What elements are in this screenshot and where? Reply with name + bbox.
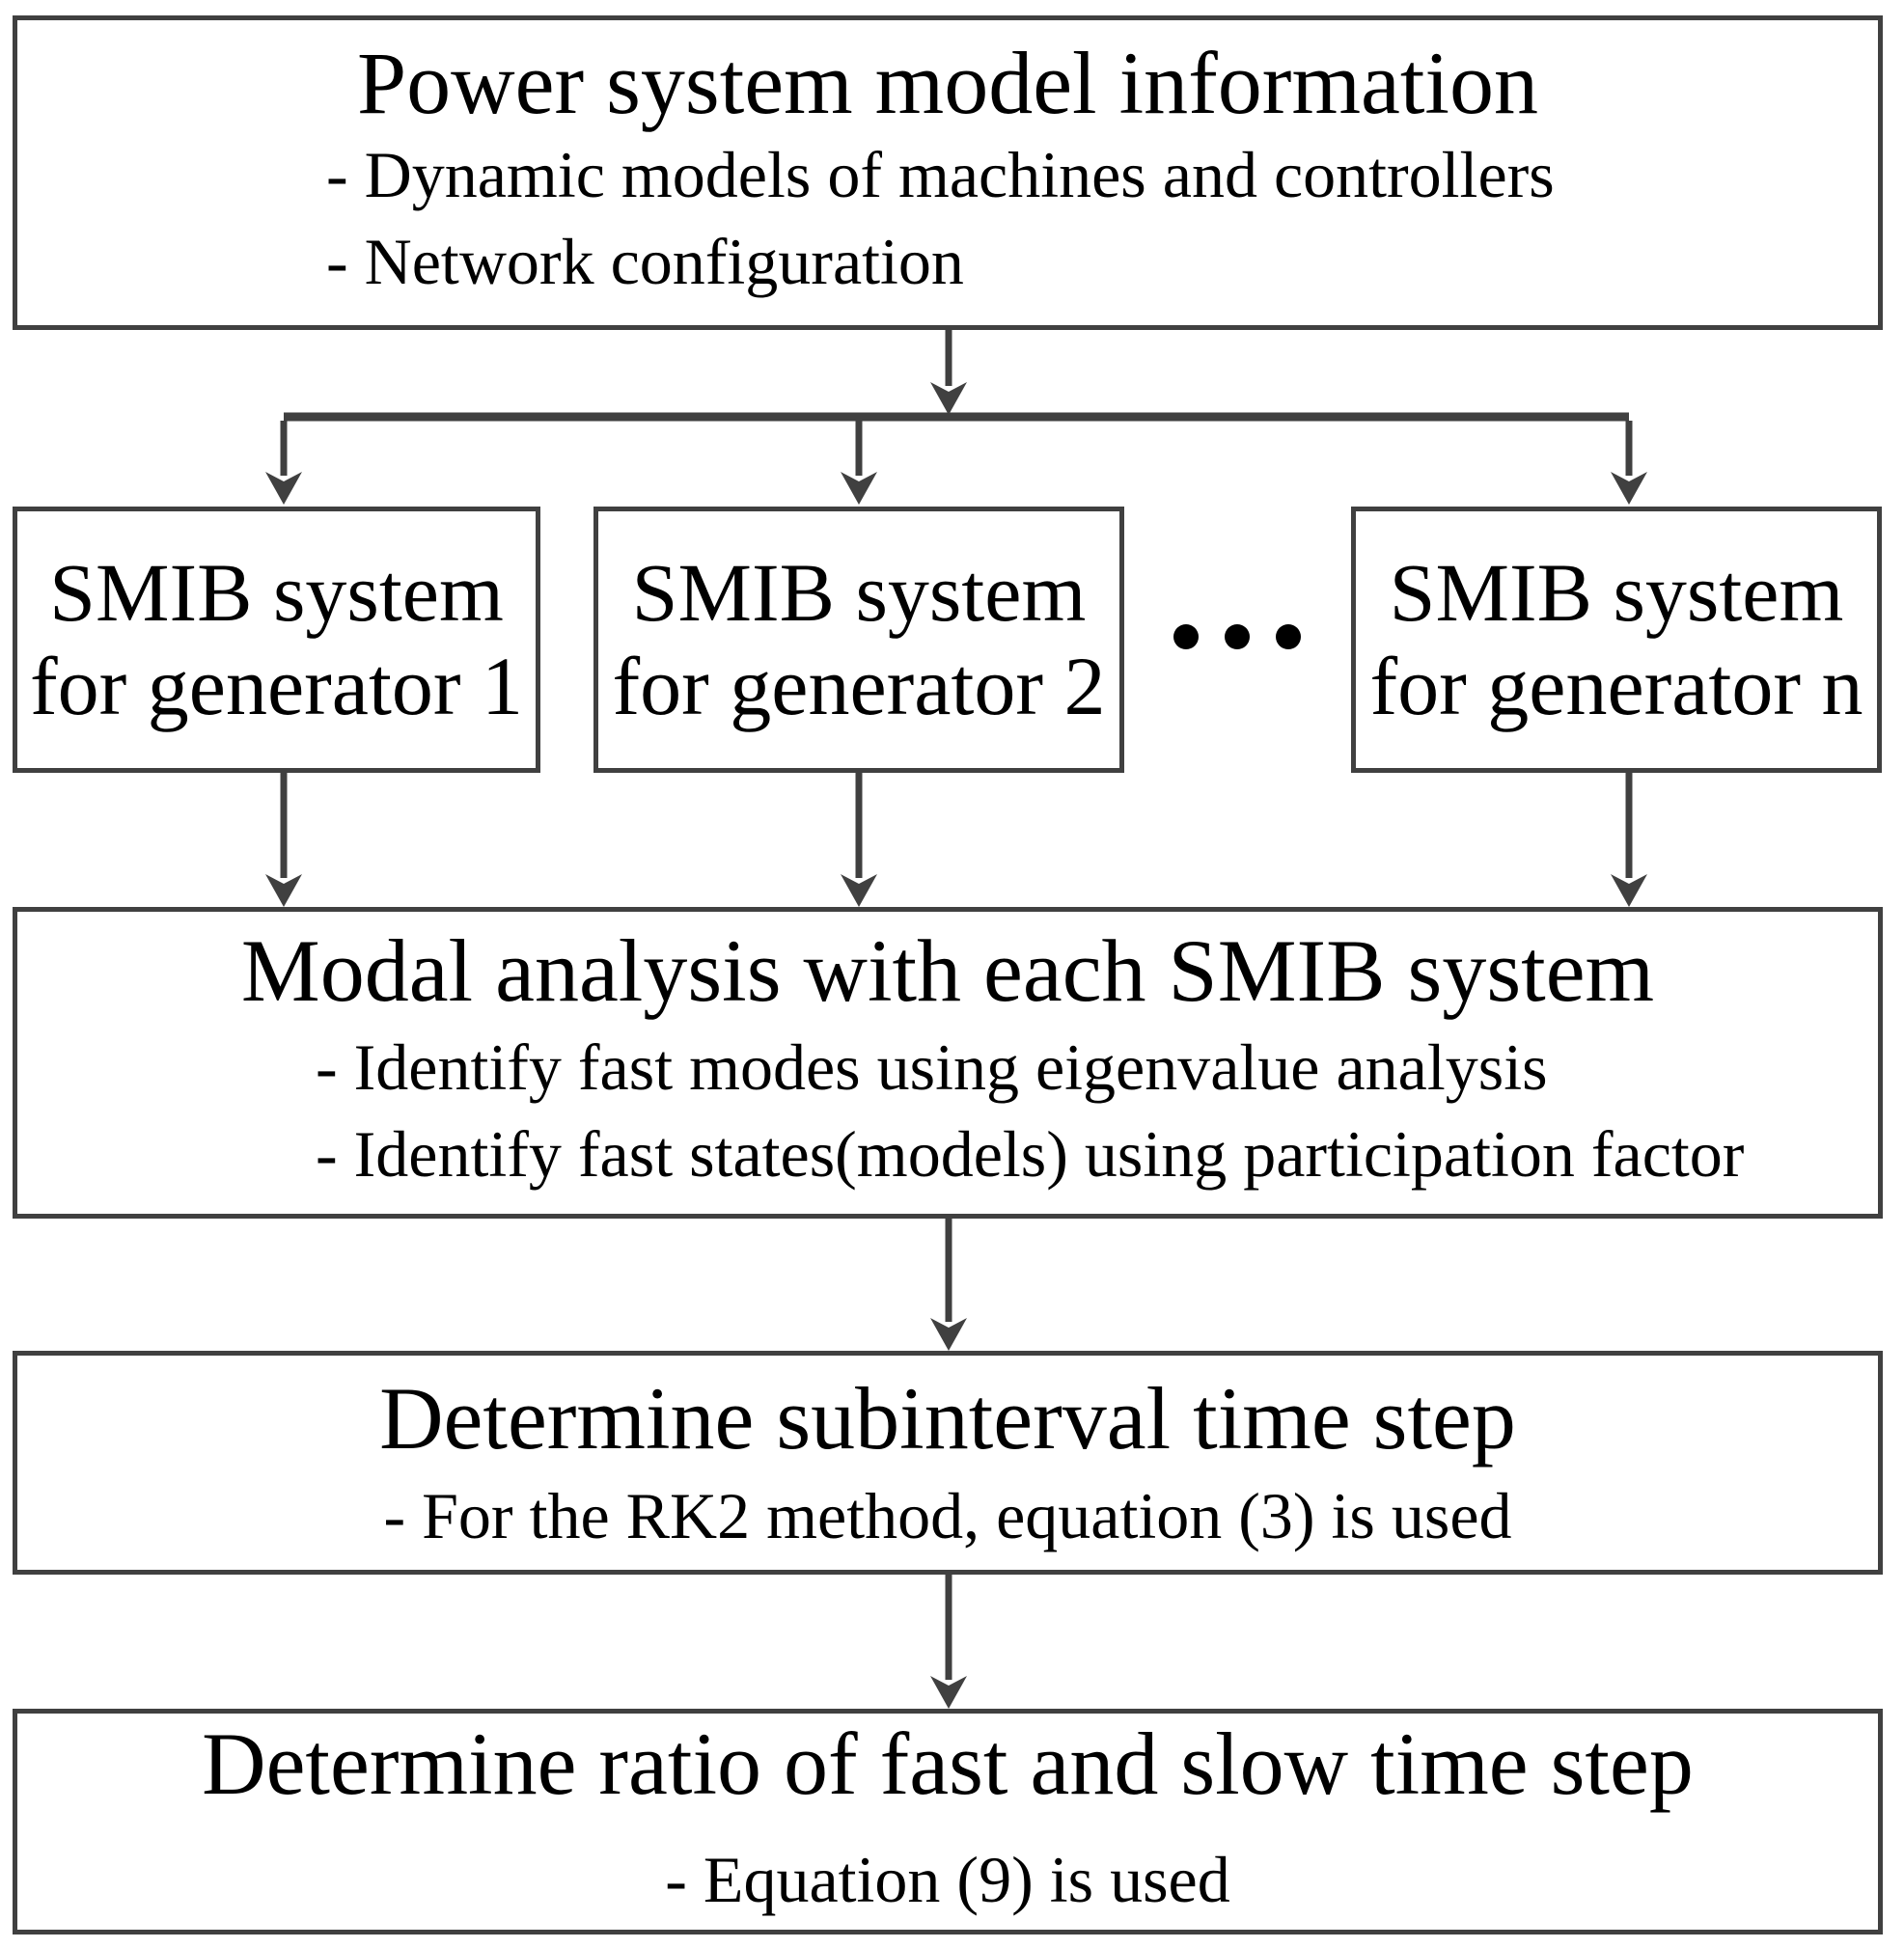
arrow-modal-to-subinterval-head	[930, 1318, 967, 1351]
ellipsis-dots	[1173, 624, 1301, 649]
ratio-bullets: - Equation (9) is used	[17, 1836, 1878, 1923]
bullet-identify-fast-states: - Identify fast states(models) using par…	[316, 1117, 1745, 1192]
power-system-model-bullets: - Dynamic models of machines and control…	[17, 131, 1878, 305]
modal-analysis-bullets: - Identify fast modes using eigenvalue a…	[17, 1024, 1878, 1197]
arrow-splitter-to-smib1-head	[265, 472, 302, 505]
arrow-smib1-to-modal-head	[265, 874, 302, 907]
ratio-fast-slow-title: Determine ratio of fast and slow time st…	[202, 1715, 1694, 1813]
ellipsis-dot	[1173, 624, 1199, 649]
ratio-fast-slow-box: Determine ratio of fast and slow time st…	[13, 1709, 1883, 1934]
arrow-smib2-to-modal-head	[841, 874, 877, 907]
smib-generator-2-label: SMIB system for generator 2	[613, 546, 1106, 733]
power-system-model-box: Power system model information - Dynamic…	[13, 15, 1883, 330]
smib-2-line1: SMIB system	[631, 546, 1087, 639]
bullet-rk2-equation: - For the RK2 method, equation (3) is us…	[383, 1479, 1512, 1553]
smib-1-line1: SMIB system	[49, 546, 504, 639]
bullet-identify-fast-modes: - Identify fast modes using eigenvalue a…	[316, 1030, 1548, 1105]
arrow-top-to-splitter-head	[930, 382, 967, 415]
smib-1-line2: for generator 1	[30, 640, 523, 732]
arrow-subinterval-to-ratio-head	[930, 1676, 967, 1709]
arrow-splitter-to-smib3-head	[1611, 472, 1647, 505]
ellipsis-dot	[1225, 624, 1250, 649]
smib-generator-1-box: SMIB system for generator 1	[13, 507, 540, 773]
arrow-splitter-to-smib2-head	[841, 472, 877, 505]
subinterval-time-step-box: Determine subinterval time step - For th…	[13, 1351, 1883, 1575]
smib-generator-2-box: SMIB system for generator 2	[593, 507, 1124, 773]
subinterval-bullets: - For the RK2 method, equation (3) is us…	[17, 1472, 1878, 1559]
smib-generator-n-box: SMIB system for generator n	[1351, 507, 1882, 773]
ellipsis-dot	[1276, 624, 1301, 649]
bullet-dynamic-models: - Dynamic models of machines and control…	[326, 138, 1555, 212]
subinterval-time-step-title: Determine subinterval time step	[379, 1369, 1516, 1468]
smib-generator-n-label: SMIB system for generator n	[1370, 546, 1863, 733]
smib-n-line2: for generator n	[1369, 640, 1863, 732]
smib-generator-1-label: SMIB system for generator 1	[30, 546, 523, 733]
modal-analysis-box: Modal analysis with each SMIB system - I…	[13, 907, 1883, 1219]
arrow-smib3-to-modal-head	[1611, 874, 1647, 907]
bullet-equation-9: - Equation (9) is used	[665, 1843, 1230, 1917]
smib-n-line1: SMIB system	[1389, 546, 1844, 639]
smib-2-line2: for generator 2	[612, 640, 1106, 732]
modal-analysis-title: Modal analysis with each SMIB system	[240, 921, 1655, 1020]
power-system-model-title: Power system model information	[357, 34, 1538, 132]
bullet-network-configuration: - Network configuration	[326, 225, 964, 299]
